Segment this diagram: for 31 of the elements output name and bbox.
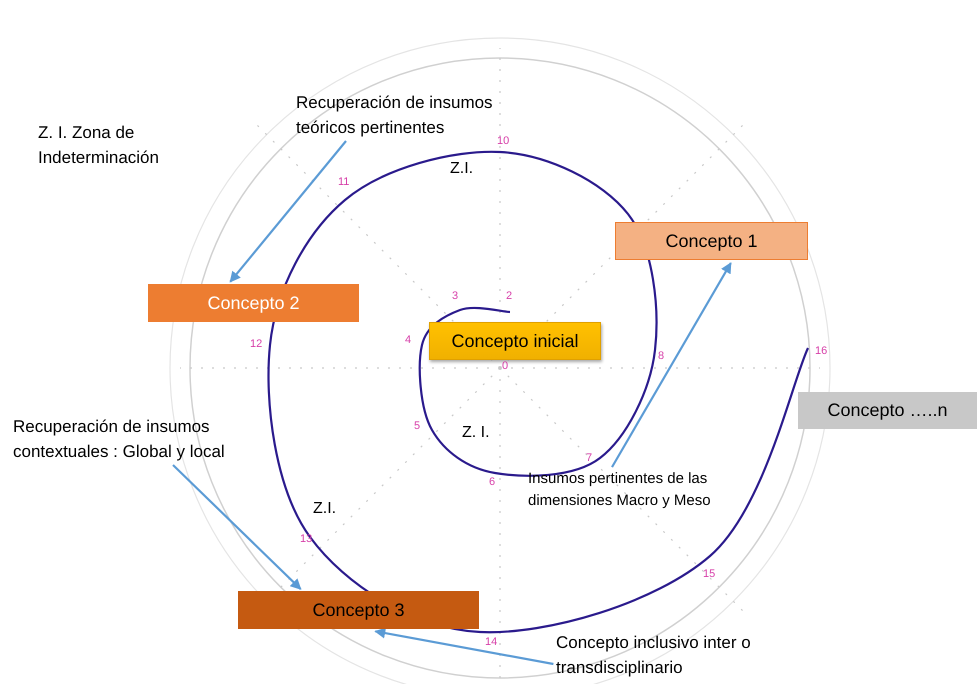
- zone-label: Z.I.: [313, 500, 336, 518]
- point-number: 3: [452, 290, 458, 302]
- point-number: 12: [250, 338, 262, 350]
- arrow: [172, 464, 302, 590]
- point-number: 4: [405, 334, 412, 346]
- point-number: 11: [338, 176, 350, 188]
- point-number: 0: [502, 360, 508, 372]
- annotation-text: Recuperación de insumos contextuales : Global y local: [13, 414, 263, 464]
- point-number: 8: [658, 350, 664, 362]
- concept-box: Concepto 1: [615, 222, 808, 260]
- point-number: 10: [497, 135, 510, 147]
- zone-label: Z. I.: [462, 424, 490, 442]
- arrow: [229, 140, 347, 283]
- point-number: 5: [414, 420, 420, 432]
- annotation-text: Concepto inclusivo inter o transdisciplinario: [556, 630, 816, 680]
- zone-label: Z.I.: [450, 160, 474, 178]
- concept-box: Concepto …..n: [798, 392, 977, 429]
- point-number: 15: [703, 568, 716, 580]
- annotation-text: Insumos pertinentes de las dimensiones Macro y Meso: [528, 468, 768, 512]
- arrow: [374, 628, 554, 666]
- concept-box: Concepto inicial: [429, 322, 601, 360]
- point-number: 13: [300, 533, 312, 545]
- arrow: [611, 262, 732, 468]
- point-number: 14: [485, 636, 498, 648]
- note-text: Z. I. Zona de Indeterminación: [38, 122, 160, 169]
- point-number: 2: [506, 290, 512, 302]
- concept-box: Concepto 3: [238, 591, 479, 629]
- point-number: 16: [815, 345, 828, 357]
- point-number: 6: [489, 476, 496, 488]
- concept-box: Concepto 2: [148, 284, 359, 322]
- point-number: 7: [586, 452, 592, 464]
